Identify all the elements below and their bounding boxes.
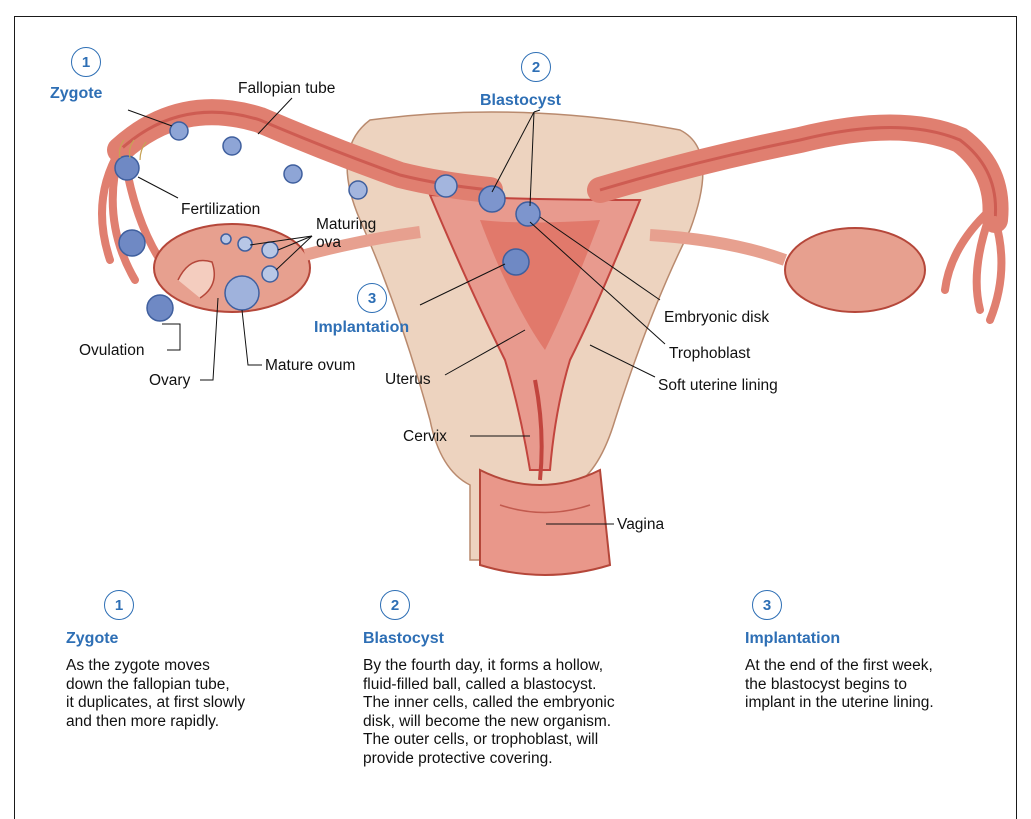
label-ovulation: Ovulation <box>79 342 144 360</box>
step-1-text: As the zygote moves down the fallopian t… <box>66 657 245 731</box>
callout-title-blastocyst: Blastocyst <box>480 92 561 110</box>
label-soft-uterine-lining: Soft uterine lining <box>658 377 778 395</box>
step-2-line: disk, will become the new organism. <box>363 713 615 732</box>
step-1-title: Zygote <box>66 630 118 648</box>
label-mature-ovum: Mature ovum <box>265 357 355 375</box>
step-2-line: fluid-filled ball, called a blastocyst. <box>363 676 615 695</box>
step-3-line: At the end of the first week, <box>745 657 934 676</box>
label-uterus: Uterus <box>385 371 431 389</box>
label-maturing-line1: Maturing <box>316 216 376 234</box>
right-ovary <box>785 228 925 312</box>
label-maturing-line2: ova <box>316 234 341 252</box>
step-1-line: down the fallopian tube, <box>66 676 245 695</box>
step-2-line: The inner cells, called the embryonic <box>363 694 615 713</box>
label-cervix: Cervix <box>403 428 447 446</box>
callout-title-zygote: Zygote <box>50 85 102 103</box>
label-fallopian-tube: Fallopian tube <box>238 80 335 98</box>
step-2-line: By the fourth day, it forms a hollow, <box>363 657 615 676</box>
step-1-line: and then more rapidly. <box>66 713 245 732</box>
callout-title-implantation: Implantation <box>314 319 409 337</box>
vagina-shape <box>480 470 610 575</box>
step-1-number: 1 <box>104 590 134 620</box>
callout-number-1: 1 <box>71 47 101 77</box>
step-3-text: At the end of the first week, the blasto… <box>745 657 934 713</box>
step-3-line: the blastocyst begins to <box>745 676 934 695</box>
step-2-line: provide protective covering. <box>363 750 615 769</box>
step-1-line: As the zygote moves <box>66 657 245 676</box>
callout-number-3: 3 <box>357 283 387 313</box>
label-embryonic-disk: Embryonic disk <box>664 309 769 327</box>
label-ovary: Ovary <box>149 372 190 390</box>
label-vagina: Vagina <box>617 516 664 534</box>
label-trophoblast: Trophoblast <box>669 345 750 363</box>
callout-number-2: 2 <box>521 52 551 82</box>
step-1-line: it duplicates, at first slowly <box>66 694 245 713</box>
step-3-title: Implantation <box>745 630 840 648</box>
step-3-number: 3 <box>752 590 782 620</box>
step-2-title: Blastocyst <box>363 630 444 648</box>
label-fertilization: Fertilization <box>181 201 260 219</box>
step-2-text: By the fourth day, it forms a hollow, fl… <box>363 657 615 768</box>
step-3-line: implant in the uterine lining. <box>745 694 934 713</box>
step-2-line: The outer cells, or trophoblast, will <box>363 731 615 750</box>
step-2-number: 2 <box>380 590 410 620</box>
